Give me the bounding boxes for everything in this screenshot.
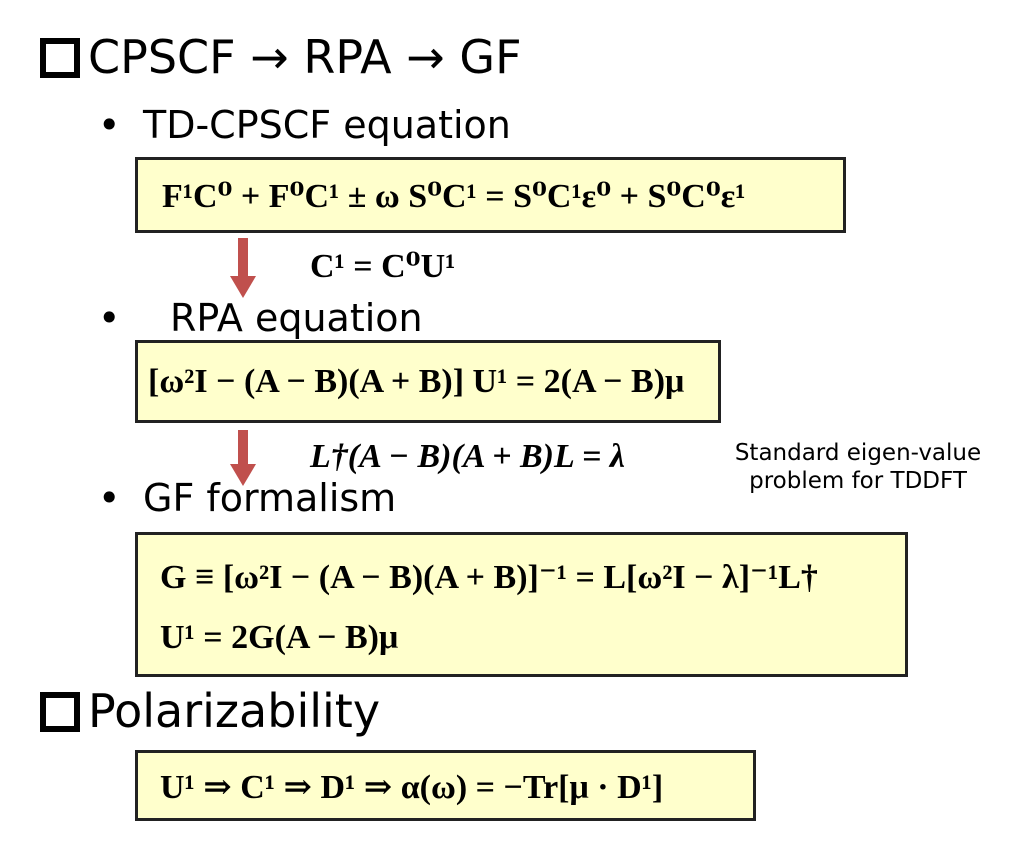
gf-equation-line2: U¹ = 2G(A − B)μ: [160, 619, 399, 656]
polarizability-equation-box: U¹ ⇒ C¹ ⇒ D¹ ⇒ α(ω) = −Tr[μ · D¹]: [135, 750, 756, 821]
down-arrow-icon: [230, 238, 256, 298]
checkbox-bullet-icon: [40, 692, 80, 732]
bullet-marker: •: [98, 476, 121, 520]
gf-equation-line1: G ≡ [ω²I − (A − B)(A + B)]⁻¹ = L[ω²I − λ…: [160, 559, 818, 596]
rpa-equation-box: [ω²I − (A − B)(A + B)] U¹ = 2(A − B)μ: [135, 340, 721, 423]
bullet-td-cpscf: TD-CPSCF equation: [143, 103, 511, 147]
checkbox-bullet-icon: [40, 38, 80, 78]
gf-equation-box: G ≡ [ω²I − (A − B)(A + B)]⁻¹ = L[ω²I − λ…: [135, 532, 908, 677]
eigen-note: Standard eigen-value problem for TDDFT: [712, 440, 1004, 495]
bullet-marker: •: [98, 103, 121, 147]
eigen-note-line2: problem for TDDFT: [749, 467, 967, 494]
td-cpscf-equation-box: F¹C⁰ + F⁰C¹ ± ω S⁰C¹ = S⁰C¹ε⁰ + S⁰C⁰ε¹: [135, 157, 846, 233]
bullet-marker: •: [98, 296, 121, 340]
heading-cpscf-rpa-gf: CPSCF → RPA → GF: [88, 30, 522, 84]
down-arrow-icon: [230, 430, 256, 486]
rpa-equation: [ω²I − (A − B)(A + B)] U¹ = 2(A − B)μ: [148, 363, 685, 400]
heading-polarizability: Polarizability: [88, 684, 381, 738]
eigen-note-line1: Standard eigen-value: [734, 440, 982, 466]
substitution-equation: C¹ = C⁰U¹: [310, 248, 456, 285]
td-cpscf-equation: F¹C⁰ + F⁰C¹ ± ω S⁰C¹ = S⁰C¹ε⁰ + S⁰C⁰ε¹: [162, 178, 746, 215]
polarizability-equation: U¹ ⇒ C¹ ⇒ D¹ ⇒ α(ω) = −Tr[μ · D¹]: [160, 769, 664, 806]
bullet-rpa: RPA equation: [170, 296, 423, 340]
eigen-equation: L†(A − B)(A + B)L = λ: [310, 438, 625, 475]
bullet-gf: GF formalism: [143, 476, 397, 520]
